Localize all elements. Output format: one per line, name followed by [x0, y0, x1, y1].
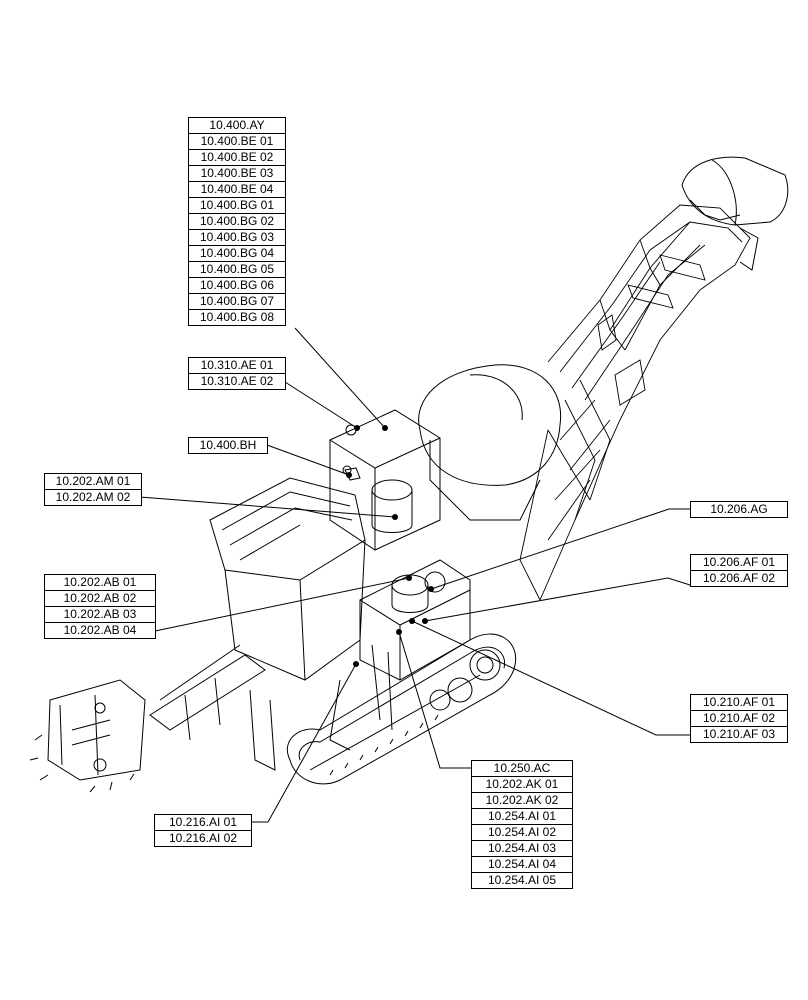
leader-dots — [346, 425, 434, 667]
callout-label: 10.400.BE 04 — [189, 182, 285, 198]
callout-label: 10.400.BE 01 — [189, 134, 285, 150]
air-filter — [371, 479, 446, 613]
callout-label: 10.400.BG 03 — [189, 230, 285, 246]
elevator-hood — [681, 156, 789, 271]
callout-label: 10.254.AI 01 — [472, 809, 572, 825]
callout-label: 10.400.BG 04 — [189, 246, 285, 262]
callout-label: 10.202.AB 03 — [45, 607, 155, 623]
callout-label: 10.254.AI 04 — [472, 857, 572, 873]
callout-label: 10.400.BG 02 — [189, 214, 285, 230]
callout-label: 10.400.BE 02 — [189, 150, 285, 166]
elevator-conveyor — [519, 204, 751, 601]
callout-label: 10.254.AI 05 — [487, 873, 557, 887]
callout-group-10-400-bh: 10.400.BH — [188, 437, 268, 454]
callout-label: 10.210.AF 01 — [691, 695, 787, 711]
callout-label: 10.400.BG 01 — [189, 198, 285, 214]
callout-group-10-310: 10.310.AE 01 10.310.AE 02 — [188, 357, 286, 390]
callout-label: 10.202.AK 02 — [472, 793, 572, 809]
callout-label: 10.210.AF 03 — [702, 727, 776, 741]
callout-label: 10.216.AI 01 — [155, 815, 251, 831]
callout-label: 10.400.AY — [189, 118, 285, 134]
callout-label: 10.400.BG 07 — [189, 294, 285, 310]
callout-label: 10.206.AF 02 — [702, 571, 776, 585]
callout-label: 10.400.BH — [199, 438, 257, 452]
callout-group-10-216-ai: 10.216.AI 01 10.216.AI 02 — [154, 814, 252, 847]
callout-label: 10.216.AI 02 — [168, 831, 238, 845]
callout-label: 10.254.AI 02 — [472, 825, 572, 841]
callout-label: 10.400.BE 03 — [189, 166, 285, 182]
callout-group-10-400: 10.400.AY 10.400.BE 01 10.400.BE 02 10.4… — [188, 117, 286, 326]
callout-group-10-202-ab: 10.202.AB 01 10.202.AB 02 10.202.AB 03 1… — [44, 574, 156, 639]
callout-label: 10.202.AM 01 — [45, 474, 141, 490]
callout-group-10-206-ag: 10.206.AG — [690, 501, 788, 518]
callout-label: 10.206.AF 01 — [691, 555, 787, 571]
chassis — [329, 559, 471, 751]
callout-group-10-250: 10.250.AC 10.202.AK 01 10.202.AK 02 10.2… — [471, 760, 573, 889]
crop-divider — [29, 644, 276, 793]
callout-label: 10.210.AF 02 — [691, 711, 787, 727]
callout-label: 10.206.AG — [710, 502, 768, 516]
callout-label: 10.202.AM 02 — [55, 490, 131, 504]
callout-label: 10.202.AK 01 — [472, 777, 572, 793]
callout-group-10-202-am: 10.202.AM 01 10.202.AM 02 — [44, 473, 142, 506]
callout-group-10-206-af: 10.206.AF 01 10.206.AF 02 — [690, 554, 788, 587]
leader-lines — [139, 327, 691, 823]
callout-label: 10.400.BG 08 — [199, 310, 275, 324]
callout-label: 10.400.BG 05 — [189, 262, 285, 278]
callout-label: 10.310.AE 02 — [200, 374, 274, 388]
fuel-tank — [418, 364, 562, 521]
callout-group-10-210-af: 10.210.AF 01 10.210.AF 02 10.210.AF 03 — [690, 694, 788, 743]
callout-label: 10.202.AB 04 — [63, 623, 137, 637]
callout-label: 10.250.AC — [472, 761, 572, 777]
callout-label: 10.310.AE 01 — [189, 358, 285, 374]
callout-label: 10.400.BG 06 — [189, 278, 285, 294]
cab-hood — [209, 477, 366, 681]
callout-label: 10.202.AB 02 — [45, 591, 155, 607]
crawler-track — [286, 633, 517, 785]
callout-label: 10.202.AB 01 — [45, 575, 155, 591]
callout-label: 10.254.AI 03 — [472, 841, 572, 857]
